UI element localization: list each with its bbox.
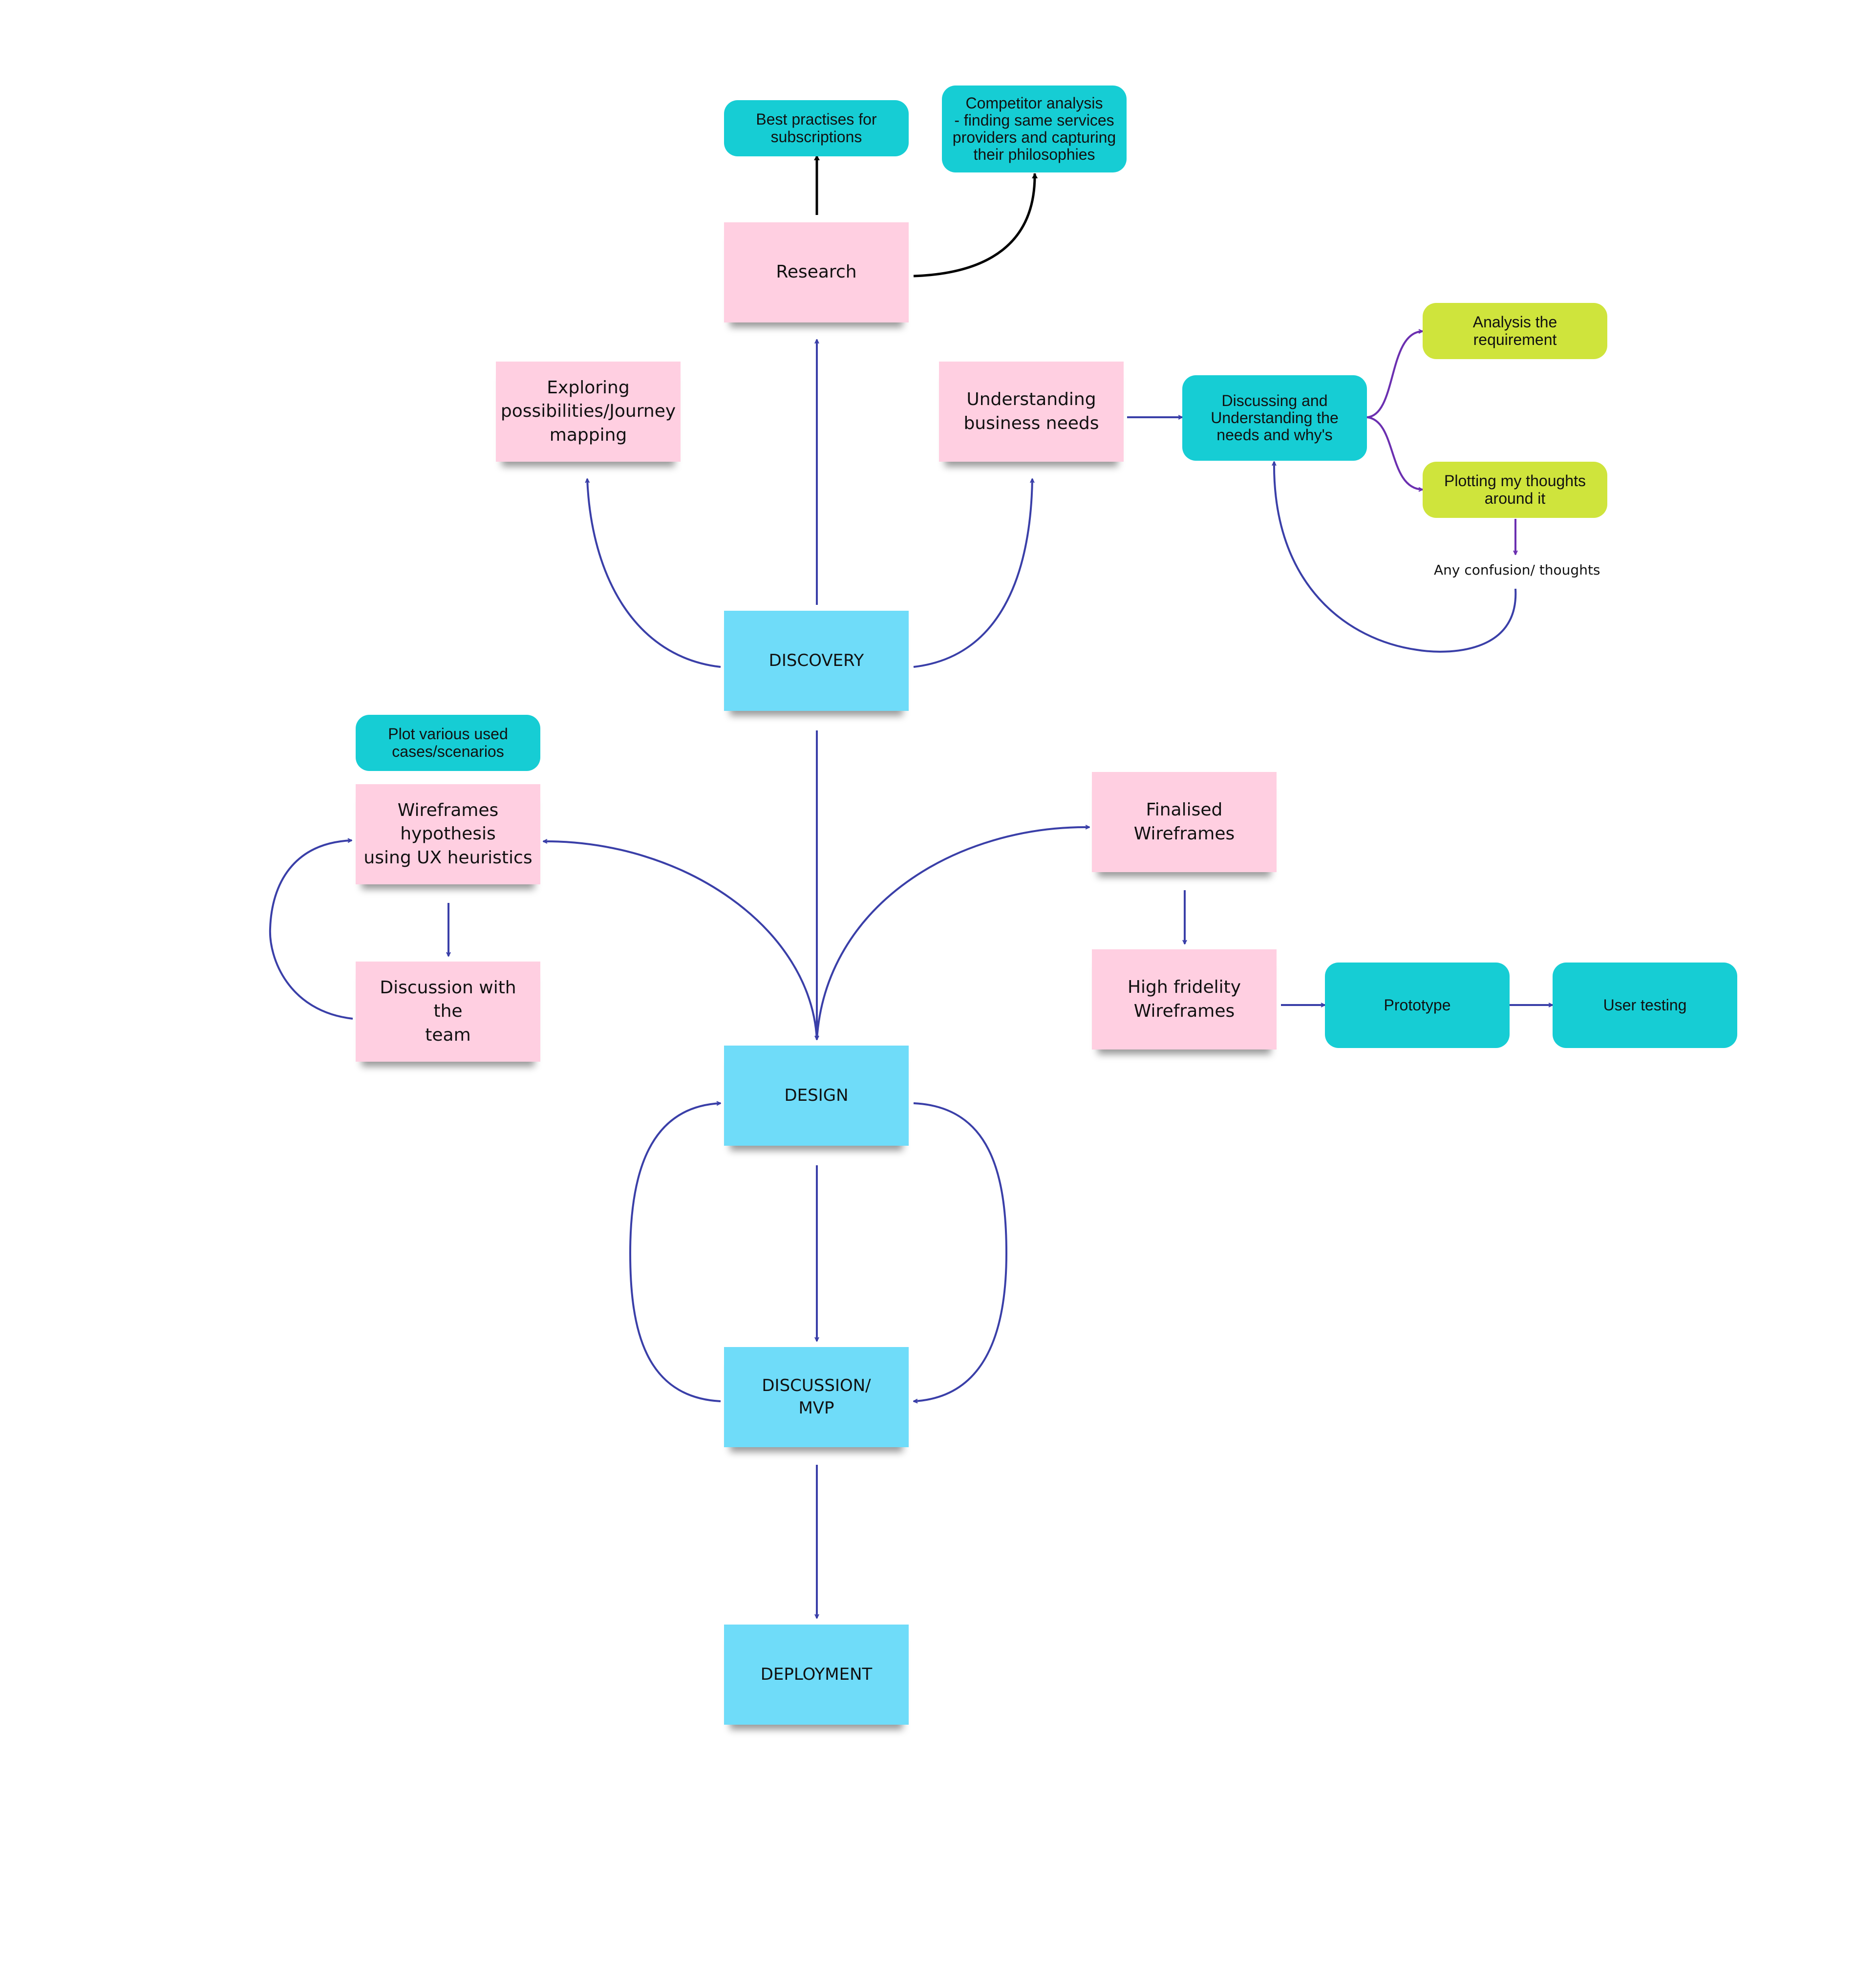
discovery-to-understanding-arrow [913, 479, 1032, 668]
discussion-team-sticky: Discussion with the team [356, 962, 540, 1062]
plotting-thoughts-pill: Plotting my thoughts around it [1423, 462, 1607, 518]
design-to-finalised-wireframes-arrow [816, 827, 1089, 1040]
confusion-note: Any confusion/ thoughts [1434, 562, 1600, 578]
discussing-pill: Discussing and Understanding the needs a… [1182, 375, 1367, 461]
discovery-to-exploring-arrow [587, 479, 721, 668]
mvp-loop-left-to-design-arrow [629, 1103, 721, 1402]
discussing-to-analysis-arrow [1366, 331, 1423, 418]
finalised-wireframes-sticky: Finalised Wireframes [1092, 772, 1277, 872]
discussing-to-plotting-arrow [1366, 416, 1423, 490]
user-testing-pill: User testing [1553, 963, 1737, 1048]
research-to-competitor-arrow [913, 173, 1038, 278]
wireframes-hypothesis-sticky: Wireframes hypothesis using UX heuristic… [356, 784, 540, 884]
prototype-pill: Prototype [1325, 963, 1510, 1048]
discussion-mvp-stage: DISCUSSION/ MVP [724, 1347, 909, 1447]
understanding-business-sticky: Understanding business needs [939, 362, 1124, 462]
best-practices-pill: Best practises for subscriptions [724, 100, 909, 156]
high-fidelity-sticky: High fridelity Wireframes [1092, 949, 1277, 1049]
discovery-stage: DISCOVERY [724, 611, 909, 711]
deployment-stage: DEPLOYMENT [724, 1625, 909, 1725]
research-sticky: Research [724, 222, 909, 322]
design-stage: DESIGN [724, 1046, 909, 1146]
confusion-loop-to-discussing-arrow [1274, 462, 1517, 653]
design-to-wireframes-hypothesis-arrow [543, 841, 818, 1040]
team-loop-to-hypothesis-arrow [269, 840, 353, 1020]
plot-cases-pill: Plot various used cases/scenarios [356, 715, 540, 771]
exploring-sticky: Exploring possibilities/Journey mapping [496, 362, 681, 462]
design-loop-right-to-mvp-arrow [914, 1102, 1008, 1401]
analysis-requirement-pill: Analysis the requirement [1423, 303, 1607, 359]
competitor-analysis-pill: Competitor analysis - finding same servi… [942, 86, 1127, 172]
